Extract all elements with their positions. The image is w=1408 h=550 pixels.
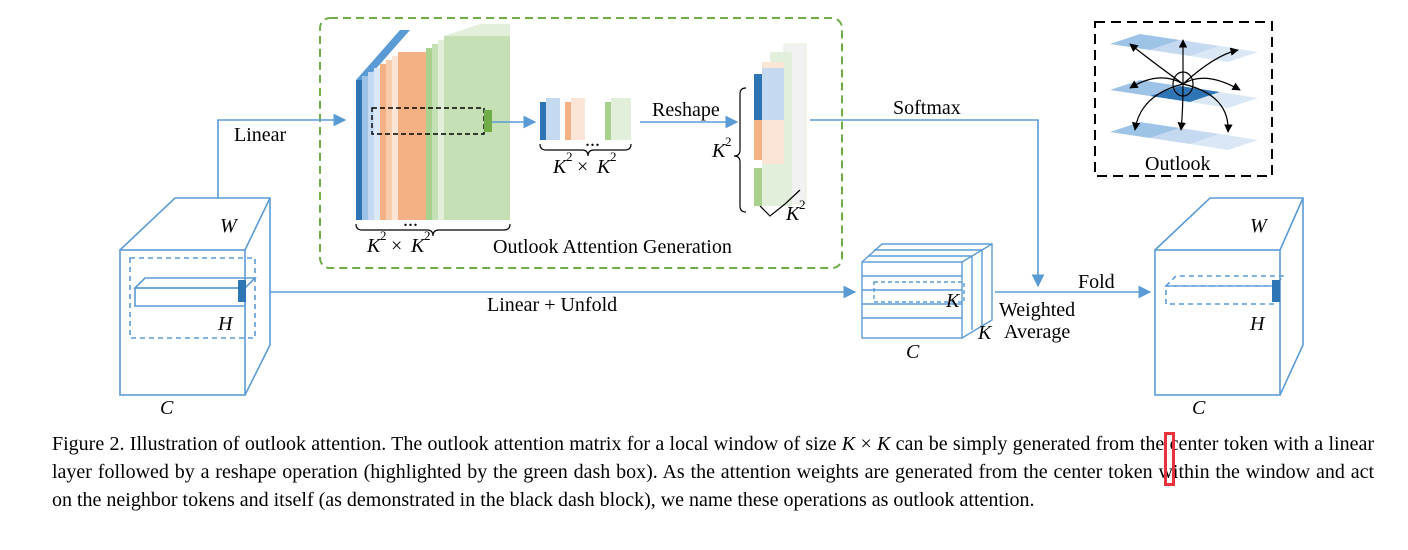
- output-center-token: [1272, 280, 1280, 302]
- matrix-bottom-brace: [759, 189, 801, 217]
- softmax-arrow: [810, 119, 1045, 288]
- stack-brace: [355, 223, 511, 237]
- svg-text:2: 2: [566, 149, 573, 164]
- matrix-k2-label: K 2: [711, 134, 732, 162]
- reshaped-matrix: [754, 43, 807, 206]
- outlook-illustration: [1110, 34, 1258, 150]
- caption-mid: can be simply generated from the: [890, 433, 1170, 455]
- input-w-label: W: [220, 215, 239, 237]
- input-c-label: C: [160, 397, 174, 419]
- vector-dots: ...: [585, 129, 600, 151]
- svg-text:K: K: [366, 235, 382, 257]
- softmax-label: Softmax: [893, 97, 961, 119]
- svg-text:×: ×: [391, 235, 402, 257]
- svg-text:K: K: [711, 140, 727, 162]
- token-vector: [540, 98, 631, 140]
- svg-text:K: K: [410, 235, 426, 257]
- svg-text:K: K: [785, 203, 801, 225]
- fold-label: Fold: [1078, 271, 1115, 293]
- window-c-label: C: [906, 341, 920, 363]
- svg-text:2: 2: [380, 228, 387, 243]
- svg-text:2: 2: [725, 134, 732, 149]
- average-label: Average: [1004, 321, 1070, 343]
- svg-text:×: ×: [577, 156, 588, 178]
- vector-k2k2-label: K 2 × K 2: [552, 149, 617, 178]
- linear-arrow: [217, 113, 347, 198]
- matrix-left-brace: [733, 87, 747, 213]
- figure-caption: Figure 2. Illustration of outlook attent…: [52, 430, 1374, 514]
- linear-unfold-label: Linear + Unfold: [487, 294, 617, 316]
- svg-text:2: 2: [799, 197, 806, 212]
- reshape-label: Reshape: [652, 99, 720, 121]
- generation-label: Outlook Attention Generation: [493, 236, 732, 258]
- stack-dots: ...: [403, 209, 418, 231]
- window-k-label-outer: K: [977, 322, 993, 344]
- weighted-label: Weighted: [999, 299, 1075, 321]
- caption-times: ×: [855, 433, 878, 455]
- stack-k2k2-label: K 2 × K 2: [366, 228, 431, 257]
- svg-text:K: K: [596, 156, 612, 178]
- generation-dash-box: [319, 17, 843, 269]
- outlook-label: Outlook: [1145, 153, 1211, 175]
- matrix-bottom-k2-label: K 2: [785, 197, 806, 225]
- caption-highlight: center token with a linear layer followe…: [52, 433, 1374, 483]
- svg-text:2: 2: [424, 228, 431, 243]
- caption-k2: K: [877, 433, 891, 455]
- caption-lead: Figure 2. Illustration of outlook attent…: [52, 433, 842, 455]
- caption-k1: K: [841, 433, 856, 455]
- feature-stack: [356, 24, 510, 220]
- outlook-attention-figure: W H C Linear Linear + Unfold ... K 2 × K…: [119, 17, 1304, 419]
- window-k-label-inner: K: [945, 290, 961, 312]
- output-cube: [1154, 197, 1304, 396]
- input-cube: [119, 197, 271, 396]
- unfolded-window: [861, 243, 993, 339]
- output-h-label: H: [1249, 313, 1266, 335]
- svg-text:2: 2: [610, 149, 617, 164]
- svg-text:K: K: [552, 156, 568, 178]
- output-c-label: C: [1192, 397, 1206, 419]
- input-h-label: H: [217, 313, 234, 335]
- input-center-token: [238, 280, 246, 302]
- outlook-dash-box: [1094, 21, 1273, 177]
- vector-brace: [539, 143, 632, 157]
- output-w-label: W: [1250, 215, 1269, 237]
- caption-rest: (highlighted by the green dash box). As …: [52, 461, 1374, 511]
- linear-label: Linear: [234, 124, 287, 146]
